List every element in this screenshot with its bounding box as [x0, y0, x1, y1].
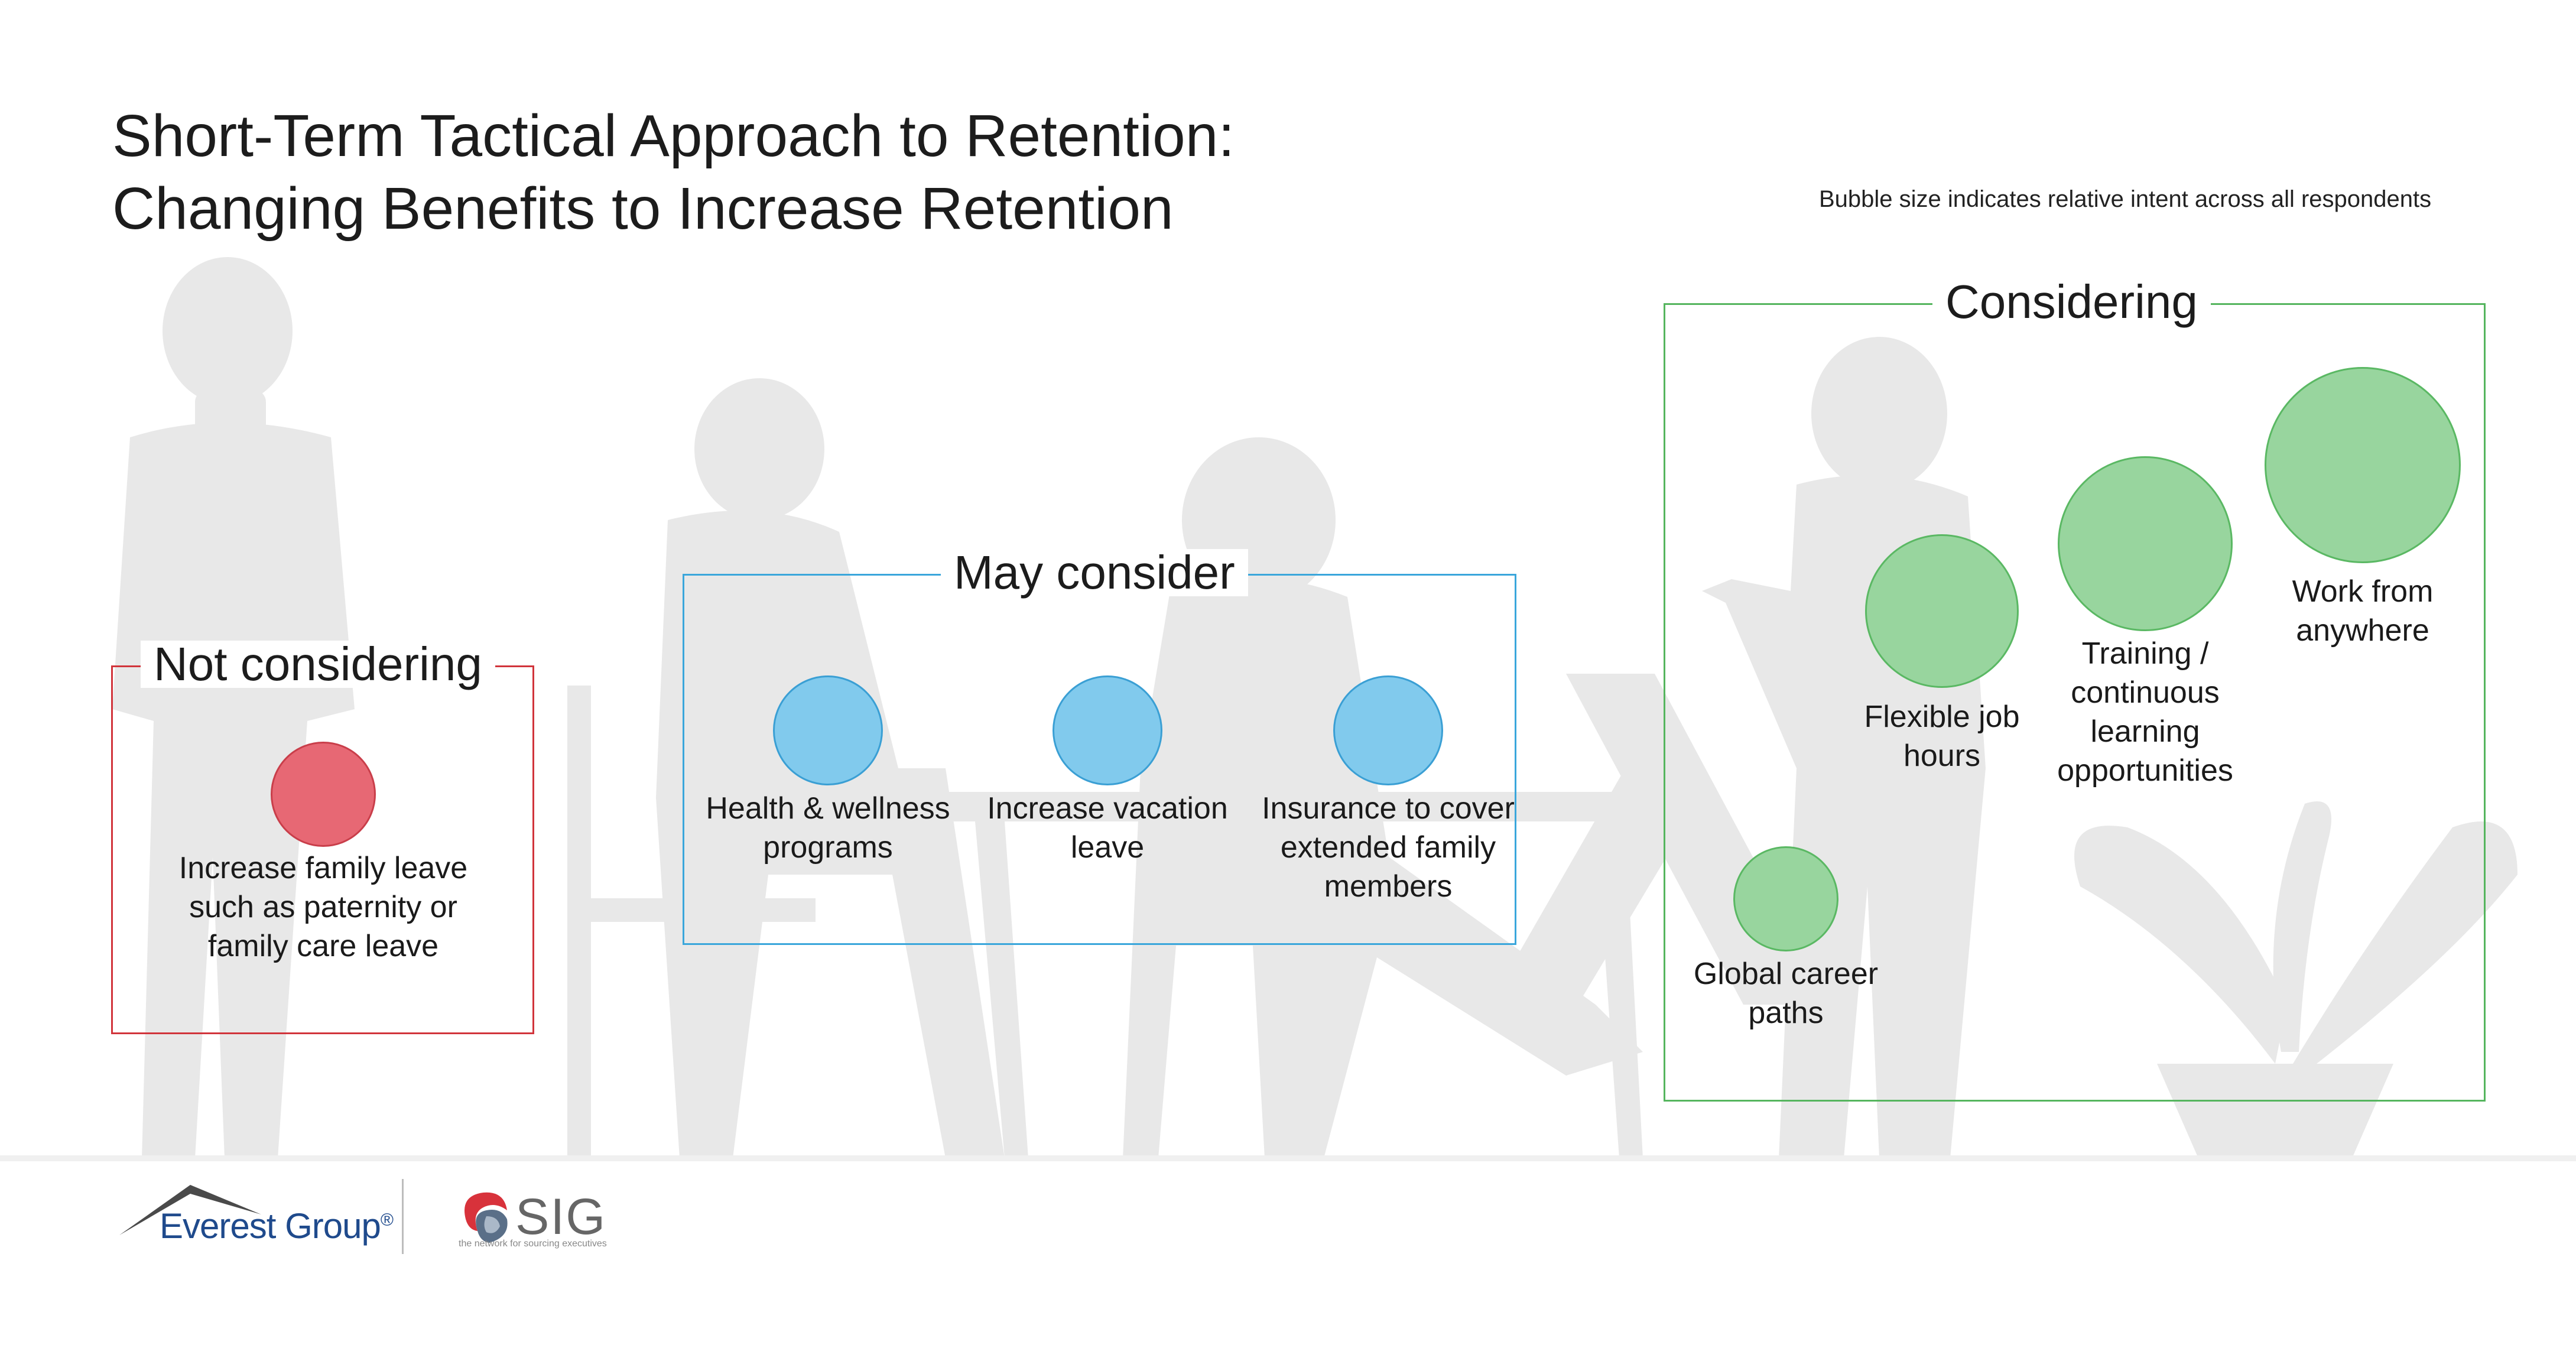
may-consider-label: May consider: [941, 549, 1248, 596]
label-increase-vacation: Increase vacation leave: [987, 791, 1228, 865]
logo-divider: [402, 1179, 404, 1254]
footer-divider: [0, 1155, 2576, 1161]
label-work-from-anywhere: Work from anywhere: [2292, 574, 2434, 648]
page-title-line-1: Short-Term Tactical Approach to Retentio…: [112, 103, 1235, 169]
bubble-increase-vacation: [1053, 675, 1162, 785]
label-increase-family-leave: Increase family leave such as paternity …: [178, 851, 468, 963]
bubble-flexible-job-hours: [1865, 534, 2019, 688]
bubble-work-from-anywhere: [2265, 367, 2461, 563]
label-flexible-job-hours: Flexible job hours: [1864, 700, 2020, 773]
bubble-training-learning: [2058, 456, 2233, 631]
page-title-line-2: Changing Benefits to Increase Retention: [112, 176, 1174, 242]
bubble-global-career-paths: [1733, 846, 1838, 951]
bubble-size-note: Bubble size indicates relative intent ac…: [1819, 186, 2432, 212]
sig-logo-icon: [464, 1192, 508, 1243]
bubble-health-wellness: [773, 675, 883, 785]
label-global-career-paths: Global career paths: [1693, 957, 1879, 1030]
sig-logo: SIG: [515, 1188, 607, 1245]
not-considering-label: Not considering: [141, 641, 495, 688]
bubble-increase-family-leave: [271, 742, 376, 847]
bubble-insurance-extended-family: [1333, 675, 1443, 785]
sig-tagline: the network for sourcing executives: [459, 1239, 607, 1249]
label-training-learning: Training / continuous learning opportuni…: [2057, 636, 2233, 788]
registered-mark: ®: [380, 1210, 394, 1230]
considering-label: Considering: [1932, 278, 2211, 326]
label-health-wellness: Health & wellness programs: [706, 791, 950, 865]
everest-group-logo: Everest Group®: [160, 1206, 394, 1246]
everest-group-name: Everest Group: [160, 1206, 381, 1246]
label-insurance-extended-family: Insurance to cover extended family membe…: [1262, 791, 1515, 904]
